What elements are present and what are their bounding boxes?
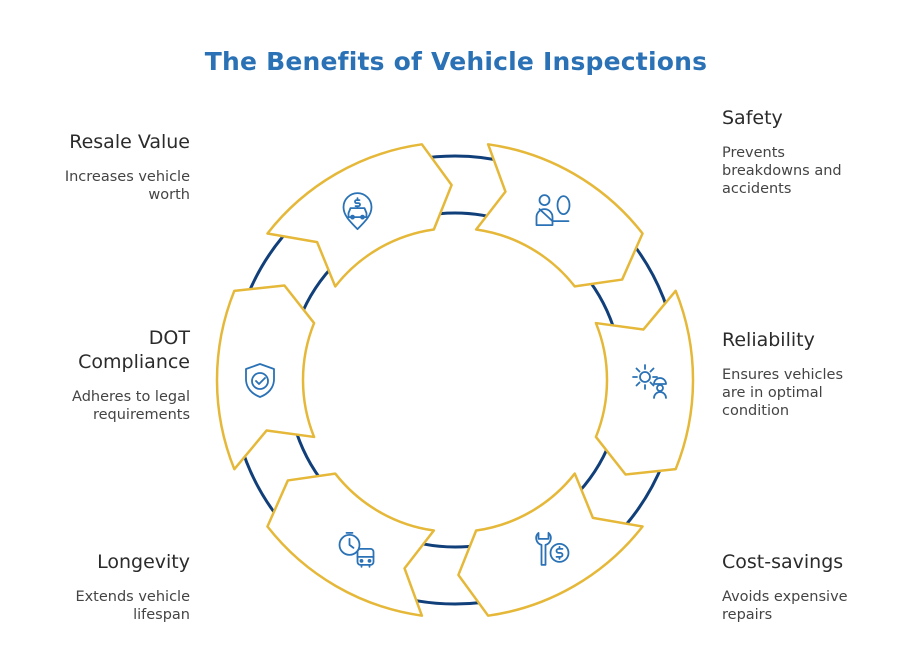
segment-safety (474, 143, 644, 288)
benefit-safety: Safety Prevents breakdowns and accidents (722, 106, 902, 198)
clock-bus-icon (338, 531, 375, 568)
benefit-dot-compliance: DOT Compliance Adheres to legal requirem… (10, 326, 190, 424)
benefit-resale-value: Resale Value Increases vehicle worth (10, 130, 190, 204)
benefit-heading: Resale Value (69, 131, 190, 153)
benefit-description: Increases vehicle worth (64, 169, 190, 203)
segment-icons (245, 192, 667, 568)
benefit-longevity: Longevity Extends vehicle lifespan (10, 550, 190, 624)
gear-worker-icon (632, 364, 667, 399)
benefit-description: Ensures vehicles are in optimal conditio… (722, 367, 844, 419)
benefit-description: Extends vehicle lifespan (75, 589, 190, 623)
page-title: The Benefits of Vehicle Inspections (204, 47, 708, 76)
benefit-heading: Reliability (722, 329, 815, 351)
benefit-description: Avoids expensive repairs (722, 589, 848, 623)
benefit-heading: DOT Compliance (78, 327, 190, 373)
benefit-heading: Cost-savings (722, 551, 844, 573)
benefit-heading: Longevity (97, 551, 190, 573)
benefit-heading: Safety (722, 107, 783, 129)
shield-check-icon (245, 363, 275, 398)
wrench-dollar-icon (535, 531, 570, 566)
benefit-reliability: Reliability Ensures vehicles are in opti… (722, 328, 902, 420)
ring-segments (215, 143, 695, 617)
benefit-description: Adheres to legal requirements (72, 389, 190, 423)
car-dollar-pin-icon (342, 192, 373, 231)
segment-resale-value (266, 143, 453, 288)
person-seatbelt-icon (535, 194, 571, 227)
benefit-description: Prevents breakdowns and accidents (722, 145, 842, 197)
benefit-cost-savings: Cost-savings Avoids expensive repairs (722, 550, 902, 624)
segment-cost-savings (457, 472, 644, 617)
